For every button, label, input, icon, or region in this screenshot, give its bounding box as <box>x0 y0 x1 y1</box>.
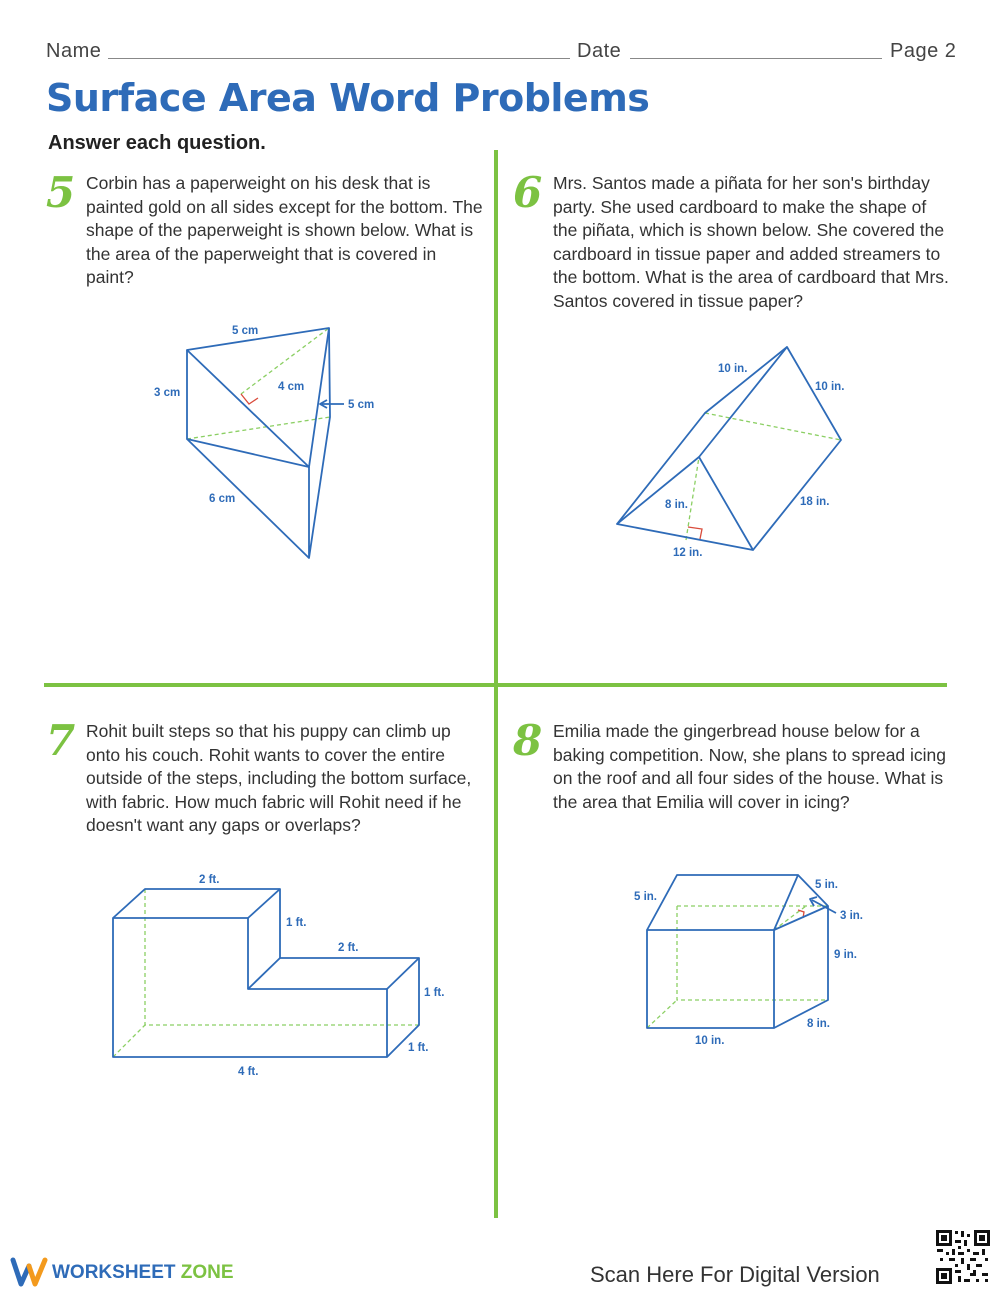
label-7c: 2 ft. <box>338 942 358 954</box>
page-number: Page 2 <box>890 40 957 62</box>
brand-accent: ZONE <box>180 1262 234 1283</box>
problem-6-number: 6 <box>513 168 543 217</box>
problem-5-number: 5 <box>46 168 76 217</box>
problem-7-text: Rohit built steps so that his puppy can … <box>86 721 472 835</box>
label-7d: 1 ft. <box>424 987 444 999</box>
label-8a: 5 in. <box>634 891 657 903</box>
problem-8-text: Emilia made the gingerbread house below … <box>553 721 947 812</box>
label-5a: 5 cm <box>232 325 258 337</box>
label-6a: 10 in. <box>718 363 747 375</box>
label-5e: 6 cm <box>209 493 235 505</box>
horizontal-divider <box>44 683 947 687</box>
name-label: Name <box>46 40 102 62</box>
name-line[interactable] <box>108 58 570 59</box>
problem-5-text: Corbin has a paperweight on his desk tha… <box>86 173 483 287</box>
page-title: Surface Area Word Problems <box>46 76 650 120</box>
label-6b: 10 in. <box>815 381 844 393</box>
label-8b: 5 in. <box>815 879 838 891</box>
label-7f: 4 ft. <box>238 1066 258 1078</box>
instruction-text: Answer each question. <box>48 132 266 154</box>
problem-8-number: 8 <box>513 716 543 765</box>
label-5b: 3 cm <box>154 387 180 399</box>
label-8f: 10 in. <box>695 1035 724 1047</box>
scan-text: Scan Here For Digital Version <box>590 1262 880 1287</box>
label-5c: 4 cm <box>278 381 304 393</box>
label-5d: 5 cm <box>348 399 374 411</box>
label-7a: 2 ft. <box>199 874 219 886</box>
worksheet-zone-logo-icon <box>10 1257 48 1287</box>
label-6d: 18 in. <box>800 496 829 508</box>
label-7b: 1 ft. <box>286 917 306 929</box>
date-line[interactable] <box>630 58 882 59</box>
problem-6-text: Mrs. Santos made a piñata for her son's … <box>553 173 949 311</box>
label-8c: 3 in. <box>840 910 863 922</box>
date-label: Date <box>577 40 622 62</box>
brand-main: WORKSHEET <box>52 1262 176 1283</box>
problem-7-number: 7 <box>46 716 76 765</box>
label-6c: 8 in. <box>665 499 688 511</box>
qr-code-icon[interactable] <box>934 1228 992 1286</box>
label-7e: 1 ft. <box>408 1042 428 1054</box>
label-8d: 9 in. <box>834 949 857 961</box>
label-6e: 12 in. <box>673 547 702 559</box>
brand-name: WORKSHEET ZONE <box>52 1262 234 1284</box>
label-8e: 8 in. <box>807 1018 830 1030</box>
